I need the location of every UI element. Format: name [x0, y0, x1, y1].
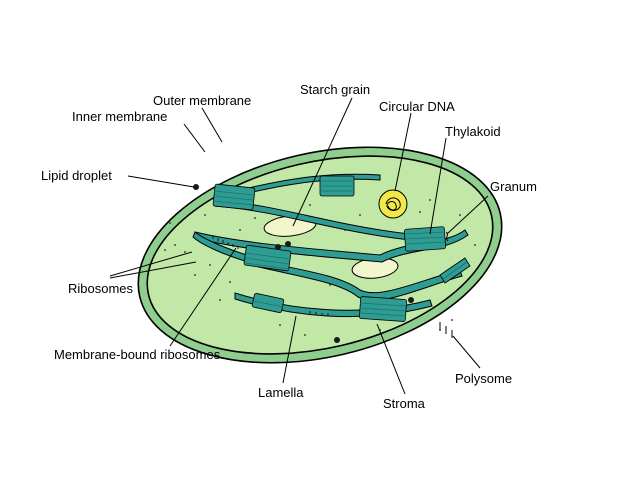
label-lipid-droplet: Lipid droplet: [41, 168, 112, 183]
circular-dna: [378, 189, 408, 219]
label-ribosomes: Ribosomes: [68, 281, 134, 296]
granum-3: [404, 226, 446, 252]
polysome: [439, 322, 453, 338]
label-lamella: Lamella: [258, 385, 304, 400]
label-stroma: Stroma: [383, 396, 426, 411]
granum-4: [243, 244, 292, 272]
membrane-bound-ribosomes: [212, 236, 329, 316]
granum-7: [439, 257, 471, 284]
lamella-top: [239, 173, 381, 196]
granum-6: [251, 293, 285, 313]
label-inner-membrane: Inner membrane: [72, 109, 167, 124]
lamella-low: [254, 259, 463, 301]
ribosome-dots: [164, 199, 476, 336]
leader-lines: [109, 97, 489, 395]
label-circular-dna: Circular DNA: [379, 99, 455, 114]
label-membrane-bound-ribosomes: Membrane-bound ribosomes: [54, 347, 221, 362]
label-thylakoid: Thylakoid: [445, 124, 501, 139]
granum-1: [212, 183, 256, 211]
label-polysome: Polysome: [455, 371, 512, 386]
labels: Outer membrane Inner membrane Starch gra…: [41, 82, 537, 411]
granum-5: [359, 296, 407, 322]
granum-curl: [445, 231, 449, 242]
label-outer-membrane: Outer membrane: [153, 93, 251, 108]
lamellae: [192, 173, 469, 318]
label-starch-grain: Starch grain: [300, 82, 370, 97]
granum-2: [319, 175, 355, 197]
grana: [212, 175, 471, 322]
lamella-mid: [194, 229, 469, 263]
lipid-droplets: [193, 184, 414, 343]
label-granum: Granum: [490, 179, 537, 194]
